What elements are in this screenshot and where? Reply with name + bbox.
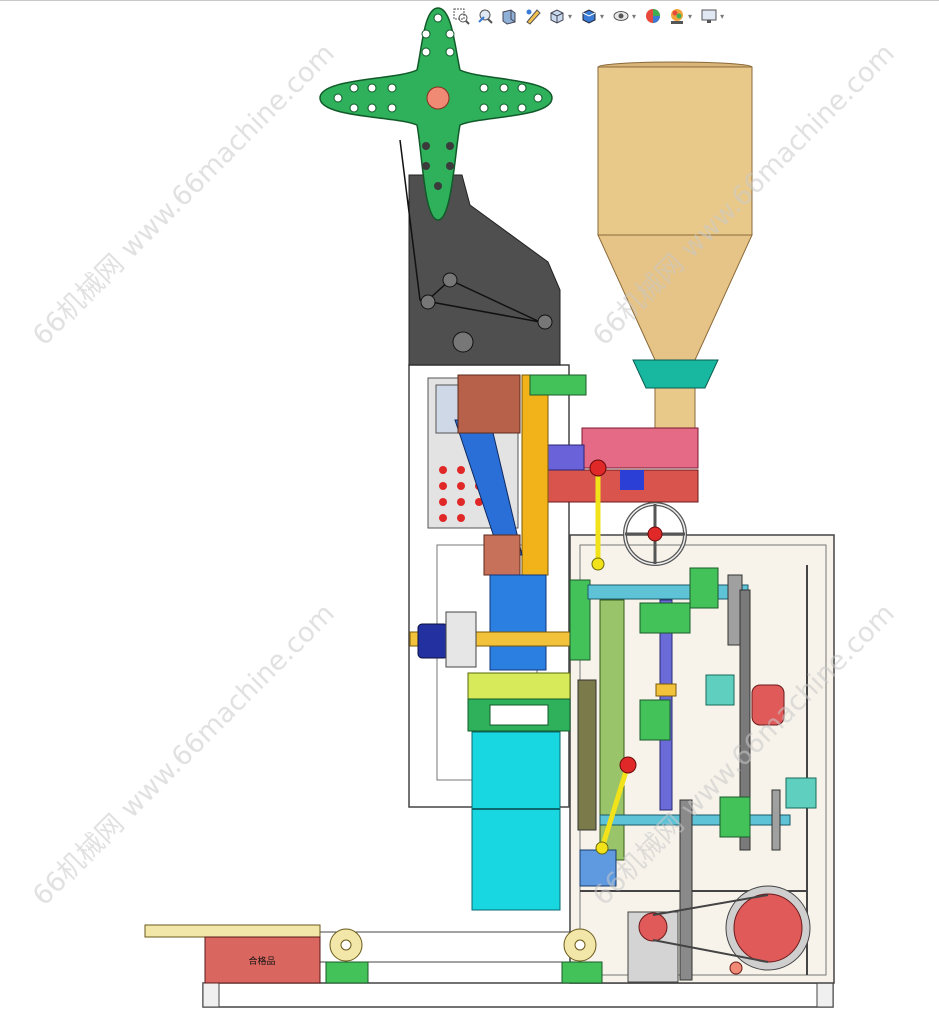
product-box [204, 936, 321, 984]
gear-train [569, 567, 817, 981]
cabinet-post [806, 565, 808, 975]
dosing-valve [620, 470, 644, 490]
guide-roller-4 [452, 331, 474, 353]
view-orientation-button[interactable] [546, 5, 568, 27]
previous-view-icon [478, 9, 493, 24]
hide-show-items-dropdown-icon[interactable]: ▾ [632, 11, 637, 21]
base-foot-right [816, 982, 834, 1008]
view-settings-dropdown-icon[interactable]: ▾ [720, 11, 725, 21]
display-style-icon [582, 9, 596, 24]
cutter-window [489, 704, 549, 726]
cabinet-rail [580, 890, 806, 892]
film-guide-block [457, 374, 521, 434]
dynamic-annotation-button[interactable] [522, 5, 544, 27]
view-settings-button[interactable] [698, 5, 720, 27]
cutter-plate [467, 672, 571, 700]
edit-appearance-icon [646, 9, 661, 23]
view-orientation-dropdown-icon[interactable]: ▾ [568, 11, 573, 21]
base-foot-left [202, 982, 220, 1008]
product-box-label: 合格品 [248, 955, 275, 967]
seal-jaw-block [483, 534, 521, 576]
bag-tube [489, 574, 547, 671]
display-style-dropdown-icon[interactable]: ▾ [600, 11, 605, 21]
view-settings-icon [701, 9, 717, 23]
base-platform [202, 982, 834, 1008]
previous-view-button[interactable] [474, 5, 496, 27]
display-style-button[interactable] [578, 5, 600, 27]
edit-appearance-button[interactable] [642, 5, 664, 27]
column-bracket [529, 374, 587, 396]
section-view-icon [502, 9, 516, 25]
drive-motor [627, 885, 811, 983]
guide-roller-2 [420, 294, 436, 310]
forming-column [521, 374, 549, 576]
apply-scene-dropdown-icon[interactable]: ▾ [688, 11, 693, 21]
heads-up-toolbar: ▾ ▾ ▾ ▾ ▾ [426, 4, 728, 28]
viewport-top-border [0, 0, 939, 1]
apply-scene-icon [671, 9, 684, 24]
film-star-wheel [319, 7, 553, 221]
chute-split [472, 808, 560, 810]
conveyor [320, 928, 603, 984]
apply-scene-button[interactable] [666, 5, 688, 27]
guide-roller-3 [537, 314, 553, 330]
film-support-arm [408, 174, 561, 366]
handwheel [623, 502, 687, 566]
product-tray [144, 924, 321, 938]
adjust-handles [589, 459, 637, 855]
sealing-bearing [445, 611, 477, 668]
zoom-area-icon [453, 8, 470, 25]
hopper [597, 61, 753, 431]
sealing-spring [417, 623, 449, 659]
dosing-motor [547, 444, 585, 471]
hide-show-items-button[interactable] [610, 5, 632, 27]
guide-roller-1 [442, 272, 458, 288]
zoom-area-button[interactable] [450, 5, 472, 27]
view-orientation-icon [550, 9, 564, 24]
dynamic-annotation-icon [526, 9, 541, 25]
section-view-button[interactable] [498, 5, 520, 27]
discharge-chute [471, 731, 561, 911]
hide-show-items-icon [613, 11, 629, 21]
